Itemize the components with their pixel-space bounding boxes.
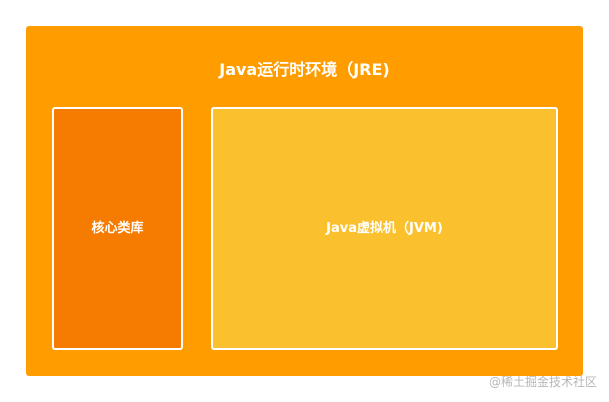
jre-title: Java运行时环境（JRE) (219, 60, 390, 79)
jvm-box: Java虚拟机（JVM) (211, 107, 558, 350)
core-library-box: 核心类库 (52, 107, 183, 350)
jvm-label: Java虚拟机（JVM) (326, 220, 443, 236)
watermark: @稀土掘金技术社区 (488, 375, 597, 389)
core-library-label: 核心类库 (91, 220, 144, 236)
